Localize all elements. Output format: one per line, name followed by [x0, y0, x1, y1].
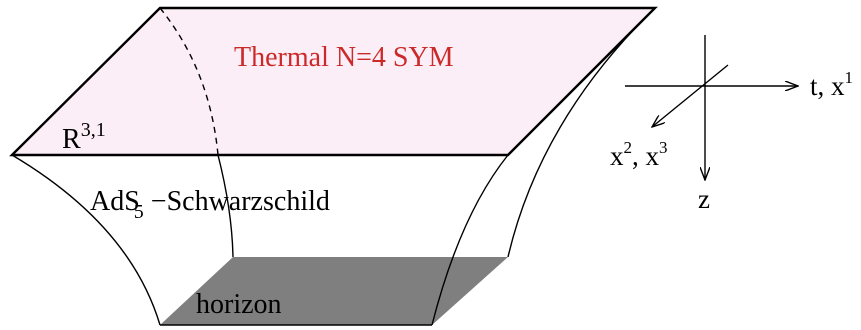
coordinate-axes [625, 35, 798, 180]
diagonal-axis-label: x2, x3 [610, 138, 668, 171]
bulk-left-back-curve [217, 154, 234, 258]
bulk-label: AdS5 −Schwarzschild [90, 186, 330, 223]
boundary-plane [9, 6, 658, 157]
bulk-left-front-curve [11, 154, 161, 326]
horizon-surface [160, 257, 508, 325]
vertical-axis-label: z [698, 184, 710, 214]
boundary-space-label: R3,1 [62, 119, 106, 155]
boundary-title: Thermal N=4 SYM [234, 42, 454, 73]
bulk-right-back-curve [507, 7, 656, 258]
diagonal-axis-arrow [652, 64, 729, 127]
bulk-right-front-curve [431, 154, 509, 326]
horizon-label: horizon [196, 289, 282, 320]
horizontal-axis-label: t, x1 [810, 68, 853, 101]
bulk-left-back-curve-hidden [159, 7, 219, 156]
